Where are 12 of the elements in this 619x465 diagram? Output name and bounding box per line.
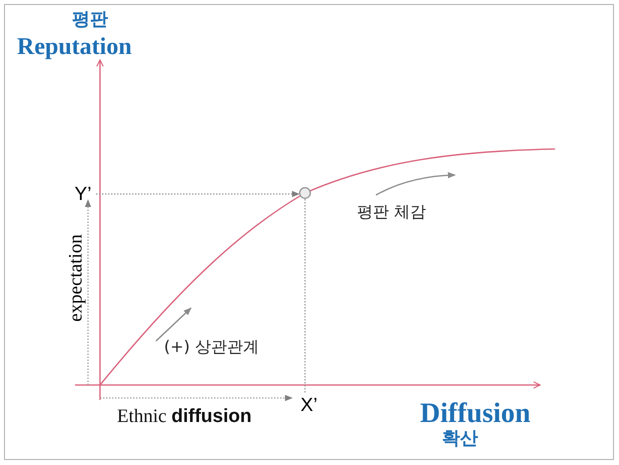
axis-caption: expectation <box>66 234 86 322</box>
axis-title: 확산 <box>442 430 478 448</box>
annotation: 평판 체감 <box>357 204 426 220</box>
axis-title: Reputation <box>17 35 132 59</box>
axis-caption: Ethnic diffusion <box>117 407 252 426</box>
annotation: (+) 상관관계 <box>164 339 259 355</box>
axis-title: Diffusion <box>420 400 530 428</box>
dotted-arrow <box>96 190 300 198</box>
axis-title: 평판 <box>72 11 108 29</box>
axis-value-label: Y’ <box>70 183 96 205</box>
point-circle <box>299 187 311 199</box>
axis-value-label: X’ <box>296 394 322 416</box>
